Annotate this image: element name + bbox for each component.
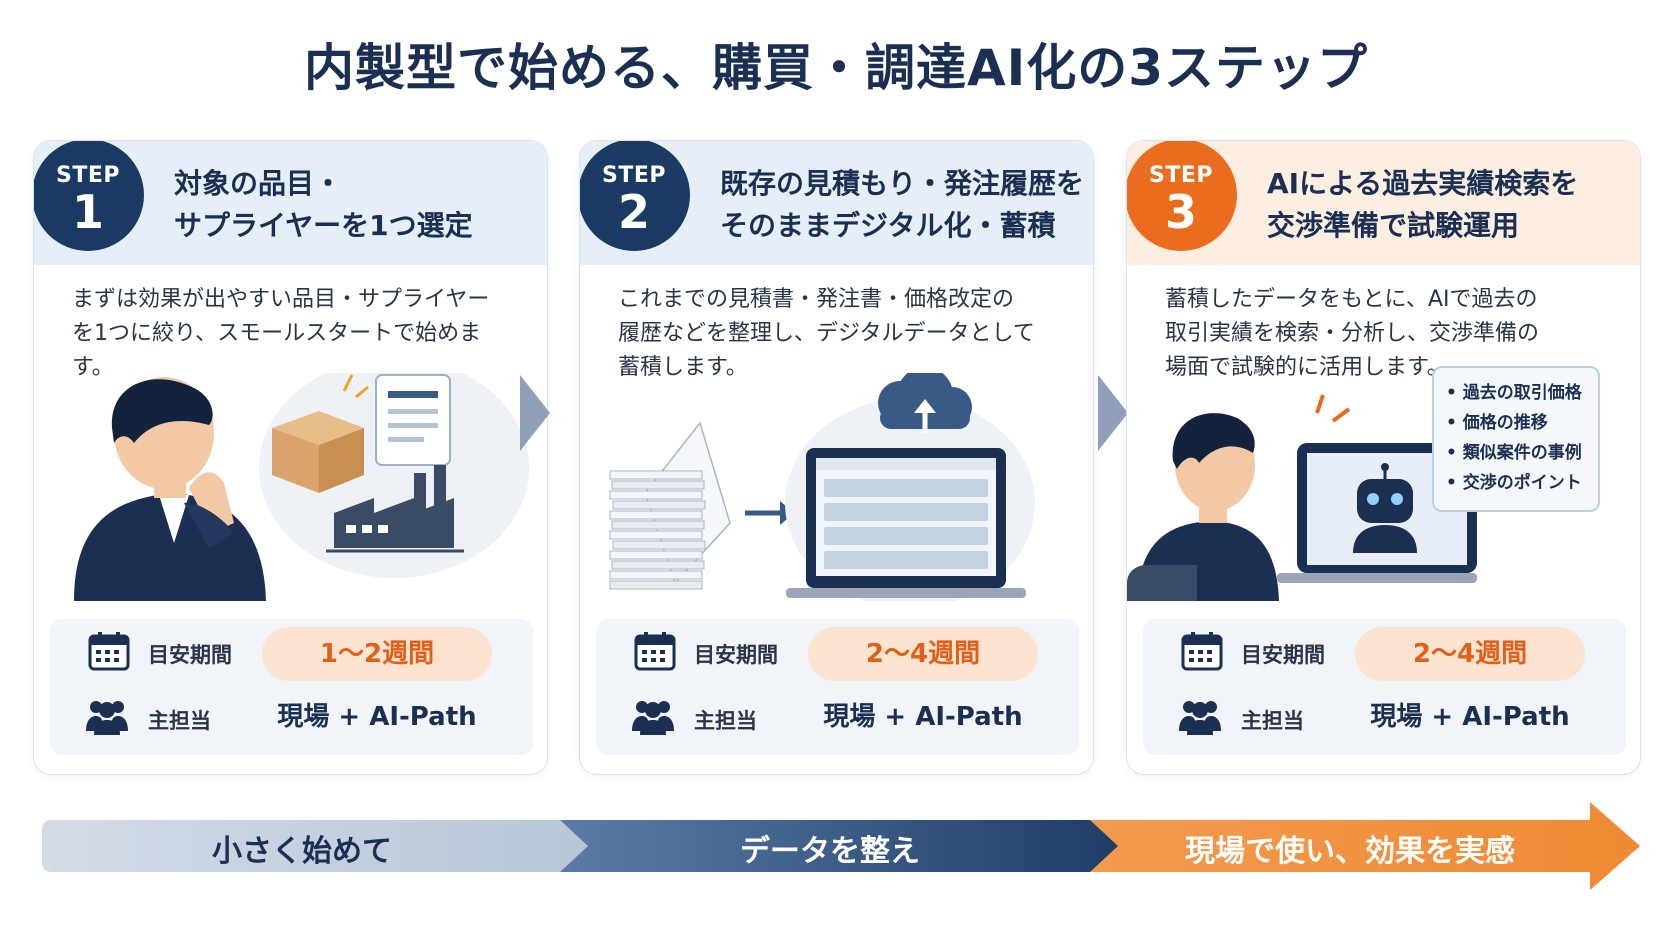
step-badge: STEP 3	[1127, 141, 1237, 251]
period-label: 目安期間	[148, 643, 232, 667]
factory-icon	[326, 465, 464, 553]
calendar-icon	[88, 632, 130, 671]
owner-value: 現場 + AI-Path	[823, 702, 1023, 732]
step-badge-label: STEP	[55, 163, 120, 188]
calendar-icon	[634, 632, 676, 671]
period-value: 2〜4週間	[808, 627, 1038, 681]
owner-label: 主担当	[694, 709, 757, 733]
period-label: 目安期間	[694, 643, 778, 667]
banner-segment-1	[42, 820, 590, 872]
period-value: 2〜4週間	[1355, 627, 1585, 681]
step-badge-number: 1	[71, 185, 104, 239]
step-badge: STEP 1	[34, 141, 144, 251]
page-title: 内製型で始める、購買・調達AI化の3ステップ	[303, 39, 1369, 97]
step-description: これまでの見積書・発注書・価格改定の 履歴などを整理し、デジタルデータとして 蓄…	[618, 287, 1035, 380]
illustration-digitize	[609, 373, 1035, 601]
step-badge-label: STEP	[601, 163, 666, 188]
ai-result-panel: • 過去の取引価格 • 価格の推移 • 類似案件の事例 • 交渉のポイント	[1432, 366, 1600, 512]
owner-label: 主担当	[1241, 709, 1304, 733]
banner-label-2: データを整え	[740, 834, 920, 869]
ai-result-item: • 類似案件の事例	[1446, 443, 1582, 463]
step-description: まずは効果が出やすい品目・サプライヤー を1つに絞り、スモールスタートで始めます…	[72, 287, 490, 380]
banner-segment-3	[1090, 802, 1640, 890]
owner-value: 現場 + AI-Path	[1370, 702, 1570, 732]
thinking-person-icon	[74, 377, 266, 601]
info-panel: 目安期間 2〜4週間 主担当 現場 + AI-Path	[1143, 619, 1626, 755]
info-panel: 目安期間 1〜2週間 主担当 現場 + AI-Path	[50, 619, 533, 755]
team-icon	[86, 701, 128, 735]
step-badge-number: 2	[617, 185, 650, 239]
info-panel: 目安期間 2〜4週間 主担当 現場 + AI-Path	[596, 619, 1079, 755]
paper-stack-icon	[609, 421, 731, 590]
calendar-icon	[1181, 632, 1223, 671]
step-description: 蓄積したデータをもとに、AIで過去の 取引実績を検索・分析し、交渉準備の 場面で…	[1165, 287, 1540, 380]
cloud-upload-icon	[878, 373, 972, 433]
step-card-1: STEP 1 対象の品目・ サプライヤーを1つ選定 まずは効果が出やすい品目・サ…	[33, 140, 548, 775]
robot-icon	[1353, 463, 1417, 553]
illustration-selection	[74, 373, 529, 601]
owner-label: 主担当	[148, 709, 211, 733]
step-card-2: STEP 2 既存の見積もり・発注履歴を そのままデジタル化・蓄積 これまでの見…	[579, 140, 1094, 775]
person-at-laptop-icon	[1127, 413, 1279, 601]
ai-result-item: • 価格の推移	[1446, 413, 1548, 433]
team-icon	[632, 701, 674, 735]
ai-result-item: • 過去の取引価格	[1446, 383, 1582, 403]
period-value: 1〜2週間	[262, 627, 492, 681]
banner-label-1: 小さく始めて	[212, 834, 392, 869]
step-heading: 対象の品目・ サプライヤーを1つ選定	[174, 167, 473, 242]
owner-value: 現場 + AI-Path	[277, 702, 477, 732]
step-heading: 既存の見積もり・発注履歴を そのままデジタル化・蓄積	[720, 167, 1085, 242]
progress-banner	[42, 802, 1640, 890]
laptop-icon	[786, 448, 1026, 598]
step-heading: AIによる過去実績検索を 交渉準備で試験運用	[1267, 167, 1579, 242]
banner-label-3: 現場で使い、効果を実感	[1185, 834, 1515, 869]
banner-segment-2	[560, 820, 1120, 872]
team-icon	[1179, 701, 1221, 735]
step-badge-label: STEP	[1148, 163, 1213, 188]
period-label: 目安期間	[1241, 643, 1325, 667]
step-card-3: STEP 3 AIによる過去実績検索を 交渉準備で試験運用 蓄積したデータをもと…	[1126, 140, 1641, 775]
step-arrow-2	[1098, 375, 1128, 451]
step-badge: STEP 2	[580, 141, 690, 251]
document-icon	[375, 374, 451, 466]
ai-result-item: • 交渉のポイント	[1446, 473, 1582, 493]
step-arrow-1	[520, 375, 550, 451]
step-badge-number: 3	[1164, 185, 1197, 239]
box-icon	[272, 374, 369, 493]
